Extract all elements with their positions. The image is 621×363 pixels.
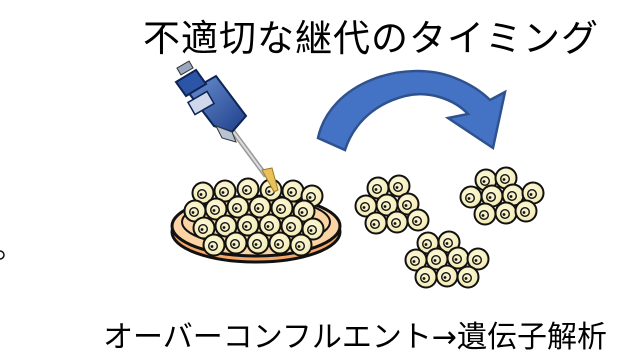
pipette-icon [174, 60, 279, 193]
cell-colony-3 [404, 230, 490, 289]
transfer-arrow [316, 69, 507, 152]
overconfluent-cells [183, 177, 325, 257]
slide-title: 不適切な継代のタイミング [143, 17, 599, 60]
cell-colony-1 [354, 174, 430, 235]
slide-caption: オーバーコンフルエント→遺伝子解析 [103, 320, 607, 355]
cell-colony-2 [459, 166, 545, 226]
